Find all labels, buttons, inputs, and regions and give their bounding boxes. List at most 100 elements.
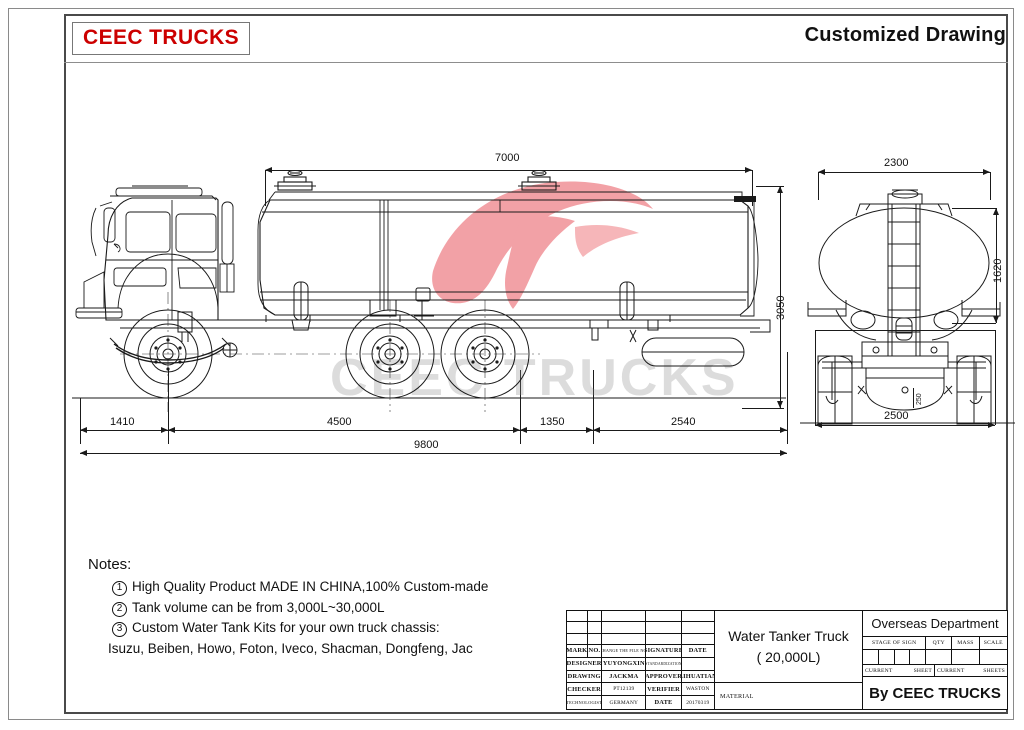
dim-ground-clearance-line [913,388,914,408]
revision-row-empty-1 [567,611,714,623]
dim-seg4-arrow-l [593,427,600,433]
dim-axle-spacing-label: 1350 [540,416,565,428]
title-row-designer: DESIGNER YUYONGXIN STANDARDIZATION [567,657,714,671]
dim-height-arrow-down [777,401,783,408]
dim-tank-length-arrow-left [265,167,272,173]
dim-tank-length-arrow-right [745,167,752,173]
dim-tank-height-ext-b [952,323,996,324]
revision-blank-rows [567,611,714,645]
dim-seg3-arrow-l [520,427,527,433]
title-block-revisions: MARK NO. CHANGE THE FILE NO. SIGNATURE D… [567,611,715,710]
revision-row-empty-3 [567,633,714,645]
row4-c4: 20170319 [686,699,710,706]
title-block-department: Overseas Department STAGE OF SIGN QTY MA… [863,611,1007,709]
dim-track-width-ext-l [815,330,816,425]
dim-ext-e [787,352,788,444]
row3-c2: PT12139 [602,683,647,696]
dim-height-ext-top [756,186,784,187]
row1-c2: YUYONGXIN [602,657,647,670]
dim-tank-width-arrow-l [818,169,825,175]
notes-heading: Notes: [88,556,132,573]
dim-tank-width-arrow-r [983,169,990,175]
dim-chain-arrow-l [80,427,87,433]
department-current-row: CURRENT SHEET CURRENT SHEETS [863,665,1007,677]
note-text-2: Tank volume can be from 3,000L~30,000L [132,599,385,615]
dim-height-arrow-up [777,186,783,193]
title-row-checker: CHECKER PT12139 VERIFIER WASTON [567,683,714,697]
note-number-1: 1 [112,581,127,596]
row2-c1: DRAWING [567,670,603,683]
dim-seg2-arrow-l [168,427,175,433]
dim-overall-length-line [80,453,787,454]
row2-c3: APPROVER [646,670,682,683]
title-row-technologist: TECHNOLOGIST GERMANY DATE 20170319 [567,696,714,710]
col-mass: MASS [952,637,980,649]
title-block: MARK NO. CHANGE THE FILE NO. SIGNATURE D… [566,610,1008,710]
note-number-3: 3 [112,622,127,637]
dim-ext-b [168,370,169,444]
dim-chain-arrow-r [780,427,787,433]
note-brands: Isuzu, Beiben, Howo, Foton, Iveco, Shacm… [108,640,473,656]
dim-tank-length-label: 7000 [495,152,520,164]
dim-tank-height-line [996,208,997,323]
header-divider [64,62,1008,63]
truck-side-view [72,169,786,412]
dim-seg3-arrow-r [586,427,593,433]
dim-tank-length-ext-right [752,170,753,206]
truck-rear-view [800,189,1015,425]
row3-c4: WASTON [686,686,710,693]
dim-height-ext-bottom [742,408,784,409]
note-text-3: Custom Water Tank Kits for your own truc… [132,620,440,635]
dim-tank-height-ext-t [952,208,996,209]
dim-tank-width-ext-r [990,172,991,200]
row2-c4: LIHUATIAN [682,673,714,681]
row1-c1: DESIGNER [567,657,603,670]
dim-ext-a [80,398,81,444]
note-number-2: 2 [112,601,127,617]
dim-track-width-ext-top [815,330,995,331]
revision-header-row: MARK NO. CHANGE THE FILE NO. SIGNATURE D… [567,645,714,658]
dim-height-line [780,186,781,408]
sheets-label: SHEETS [983,667,1005,674]
dim-chain-line [80,430,787,431]
row1-c4 [682,658,714,670]
dim-track-width-arrow-r [988,422,995,428]
dim-wheelbase-label: 4500 [327,416,352,428]
page-title: Customized Drawing [804,24,1006,46]
rev-hdr-no: NO. [588,645,603,657]
inner-border [64,14,1008,714]
col-stage-of-sign: STAGE OF SIGN [863,637,927,649]
dim-overall-length-label: 9800 [414,439,439,451]
department-column-headers: STAGE OF SIGN QTY MASS SCALE [863,637,1007,650]
product-name-area: Water Tanker Truck ( 20,000L) [715,611,862,683]
company-logo-box: CEEC TRUCKS [72,22,251,55]
row3-c1: CHECKER [567,683,603,696]
dim-tank-width-line [818,172,990,173]
dim-overall-arrow-r [780,450,787,456]
title-block-product: Water Tanker Truck ( 20,000L) MATERIAL [715,611,863,709]
note-text-1: High Quality Product MADE IN CHINA,100% … [132,579,489,594]
rev-hdr-change: CHANGE THE FILE NO. [602,645,647,657]
dim-seg2-arrow-r [513,427,520,433]
row4-c3: DATE [646,696,682,710]
col-scale: SCALE [983,640,1003,646]
dim-track-width-label: 2500 [884,410,909,422]
dim-track-width-ext-r [995,330,996,425]
dim-tank-width-ext-l [818,172,819,200]
notes-block: Notes: 1 High Quality Product MADE IN CHI… [88,556,488,656]
dim-track-width-line [815,425,995,426]
dim-ext-d [593,370,594,444]
dim-tank-height-arrow-d [993,316,999,323]
dim-seg1-arrow-r [161,427,168,433]
dim-tank-length-line [265,170,752,171]
row4-c2: GERMANY [602,696,647,710]
note-item-1: 1 High Quality Product MADE IN CHINA,100%… [112,579,488,596]
row2-c2: JACKMA [602,670,647,683]
dim-ext-c [520,370,521,444]
note-item-3: 3 Custom Water Tank Kits for your own tru… [112,620,488,637]
department-empty-row [863,650,1007,665]
rev-hdr-mark: MARK [567,645,588,657]
product-name: Water Tanker Truck [728,628,849,645]
sheet-label: SHEET [899,665,935,676]
